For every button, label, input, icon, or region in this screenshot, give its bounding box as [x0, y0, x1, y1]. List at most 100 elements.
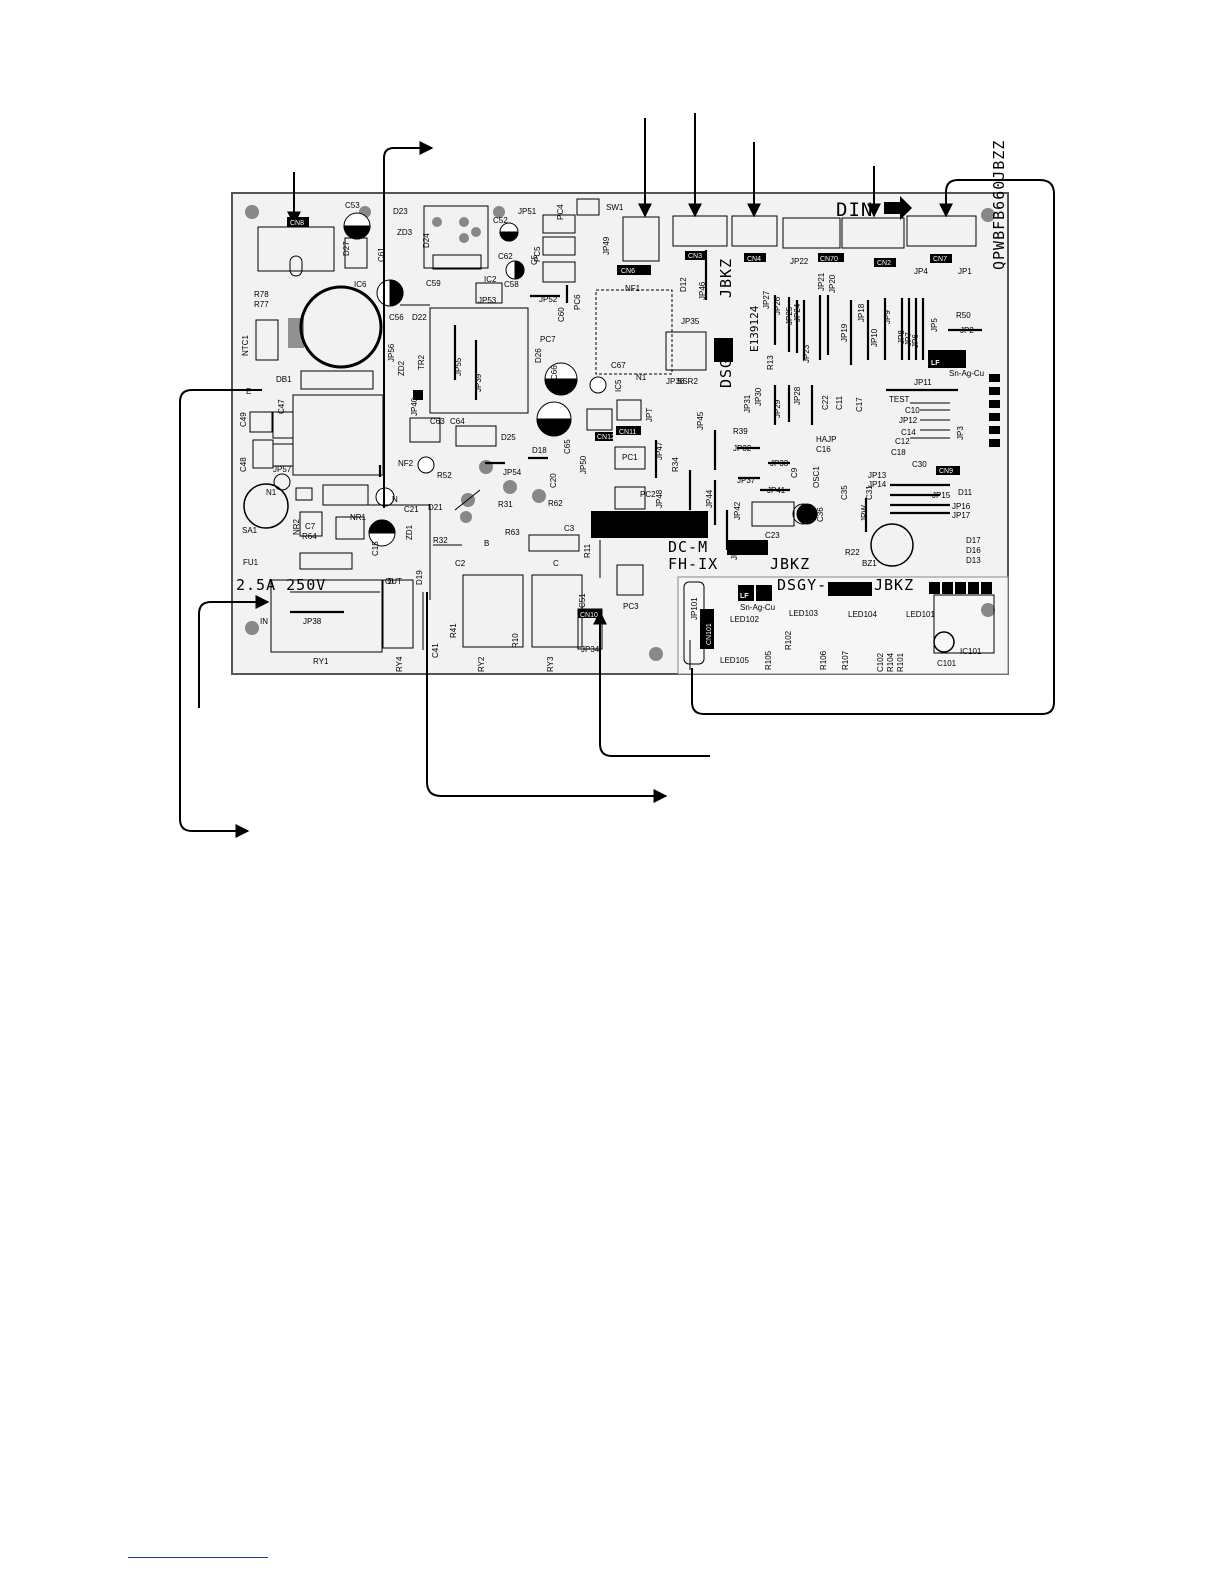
- component-label: JP54: [503, 468, 522, 477]
- component-label: JP38: [303, 617, 322, 626]
- terminal-e: E: [246, 387, 251, 396]
- marking-serial: E139124: [748, 305, 761, 352]
- component-label: D23: [393, 207, 408, 216]
- lead-free-alloy: Sn-Ag-Cu: [949, 369, 984, 378]
- component-label: JP24: [793, 303, 802, 322]
- component-label: SW1: [606, 203, 624, 212]
- component-label: C65: [563, 439, 572, 454]
- component-label: R105: [764, 650, 773, 670]
- component-label: FU1: [243, 558, 259, 567]
- component-label: C20: [549, 473, 558, 488]
- misc-labels: IC6 IC2 IC5 IC101 PC4 PC5 PC6 PC7 PC1 PC…: [241, 203, 982, 672]
- component-label: NR1: [350, 513, 367, 522]
- component-label: C23: [765, 531, 780, 540]
- component-label: HAJP: [816, 435, 836, 444]
- component-label: R13: [766, 355, 775, 370]
- component-label: C59: [426, 279, 441, 288]
- connector-label: CN10: [580, 612, 598, 619]
- marking-sub-model-suffix: JBKZ: [874, 576, 914, 594]
- terminal-b: B: [484, 539, 489, 548]
- component-label: C2: [455, 559, 466, 568]
- electrolytic-capacitors: [343, 212, 818, 547]
- connector-label: CN7: [933, 256, 947, 263]
- component-label: JP25: [785, 306, 794, 325]
- component-label: JPW: [860, 505, 869, 522]
- component-label: C60: [557, 307, 566, 322]
- component-label: C35: [840, 485, 849, 500]
- component-label: JP51: [518, 207, 537, 216]
- component-label: PC1: [622, 453, 638, 462]
- part-number: QPWBFB660JBZZ: [990, 140, 1008, 270]
- lead-free-alloy-sub: Sn-Ag-Cu: [740, 603, 775, 612]
- component-label: JP4: [914, 267, 928, 276]
- component-label: JP44: [705, 489, 714, 508]
- component-label: SSR2: [677, 377, 698, 386]
- terminal-n: N: [392, 495, 398, 504]
- component-label: JP7: [904, 332, 913, 346]
- component-label: C9: [790, 467, 799, 478]
- component-label: C66: [550, 365, 559, 380]
- connector-label: CN101: [706, 623, 713, 645]
- din-arrow: [884, 196, 912, 220]
- component-label: JP26: [773, 296, 782, 315]
- component-label: LED104: [848, 610, 877, 619]
- component-label: BZ1: [862, 559, 877, 568]
- component-label: RY1: [313, 657, 329, 666]
- component-label: PC5: [533, 246, 542, 262]
- component-label: R102: [784, 630, 793, 650]
- component-label: JP48: [655, 489, 664, 508]
- footer-rule: [128, 1557, 268, 1558]
- component-label: C63: [430, 417, 445, 426]
- component-label: D24: [422, 233, 431, 248]
- component-label: C5: [530, 254, 539, 265]
- component-label: R63: [505, 528, 520, 537]
- component-label: C11: [835, 395, 844, 410]
- terminal-n1-right: N1: [636, 373, 647, 382]
- board-markings: DIN 2.5A 250V DC-M FH-IX JBKZ DSGY- JBKZ…: [236, 140, 1008, 626]
- jumper-labels: JP51 JP49 JP53 JP52 JP46 JP35 JP36 JP56 …: [273, 207, 974, 654]
- component-label: C48: [239, 457, 248, 472]
- component-label: JP19: [840, 323, 849, 342]
- component-label: JP52: [539, 295, 558, 304]
- marking-model-suffix: JBKZ: [717, 258, 735, 298]
- component-label: JP10: [870, 328, 879, 347]
- component-label: JP49: [602, 236, 611, 255]
- component-label: JP46: [698, 281, 707, 300]
- component-label: RY4: [395, 656, 404, 672]
- component-label: PC4: [556, 204, 565, 220]
- component-label: R22: [845, 548, 860, 557]
- marking-in: IN: [260, 617, 268, 626]
- component-label: R41: [449, 623, 458, 638]
- component-label: NF2: [398, 459, 414, 468]
- component-label: C62: [498, 252, 513, 261]
- component-label: JP5: [930, 318, 939, 332]
- thin-traces: [290, 304, 950, 670]
- component-label: C15: [371, 541, 380, 556]
- component-label: JP45: [696, 411, 705, 430]
- component-label: JP41: [767, 486, 786, 495]
- connector-label: CN6: [621, 268, 635, 275]
- component-label: D26: [534, 348, 543, 363]
- component-label: JP32: [733, 444, 752, 453]
- lead-free-mark-sub: LF: [740, 593, 749, 600]
- component-label: R10: [511, 633, 520, 648]
- component-label: JP47: [655, 441, 664, 460]
- component-label: OSC1: [812, 466, 821, 488]
- component-label: C52: [493, 216, 508, 225]
- leader-arrows: [179, 113, 1055, 838]
- component-label: C61: [377, 247, 386, 262]
- component-label: JP50: [579, 455, 588, 474]
- component-label: JP30: [754, 387, 763, 406]
- component-label: RY2: [477, 656, 486, 672]
- component-label: JP28: [793, 386, 802, 405]
- marking-rating: 2.5A 250V: [236, 576, 326, 594]
- component-label: JP56: [387, 343, 396, 362]
- component-label: LED103: [789, 609, 818, 618]
- connector-label: CN70: [820, 256, 838, 263]
- component-label: JP57: [273, 465, 292, 474]
- component-label: PC7: [540, 335, 556, 344]
- component-label: PC3: [623, 602, 639, 611]
- component-label: DB1: [276, 375, 292, 384]
- component-label: JP34: [581, 645, 600, 654]
